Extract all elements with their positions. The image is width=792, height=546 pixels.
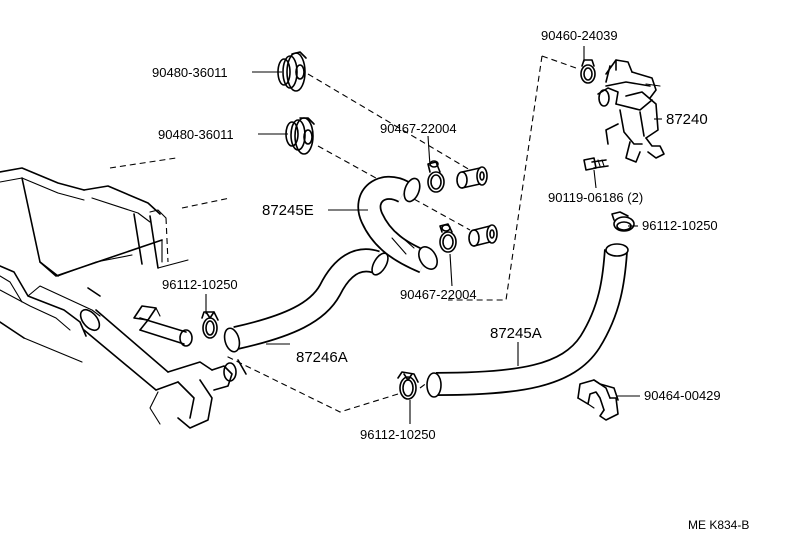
assembly-lines (225, 55, 577, 413)
clip-valve (611, 211, 635, 232)
bracket (577, 379, 619, 421)
pipe-stub-upper (456, 166, 488, 189)
reference-code: ME K834-B (688, 518, 750, 532)
clip-bottom (397, 371, 419, 400)
label-clamp-upper: 90467-22004 (380, 121, 457, 136)
hose-87246a (223, 248, 389, 353)
label-water-valve: 87240 (666, 111, 708, 128)
hose-clamp-lower (439, 223, 457, 253)
water-valve (580, 59, 665, 163)
hose-87245a (426, 243, 629, 398)
clip-left (201, 311, 219, 339)
hose-87245e (357, 175, 438, 274)
label-hose-87245a: 87245A (490, 325, 542, 342)
engine-outline (0, 157, 231, 363)
label-bracket: 90464-00429 (644, 388, 721, 403)
leader-lines (205, 46, 662, 424)
pipe-stub-lower (468, 224, 498, 247)
label-clamp-valve: 90460-24039 (541, 28, 618, 43)
label-clip-left: 96112-10250 (162, 277, 238, 292)
label-bolt: 90119-06186 (2) (548, 190, 644, 205)
grommet-upper (277, 51, 307, 92)
bolt (583, 157, 609, 171)
label-hose-87245e: 87245E (262, 202, 314, 219)
label-clamp-lower: 90467-22004 (400, 287, 477, 302)
pipe-nipple (133, 305, 193, 347)
heater-pipe (79, 308, 247, 429)
label-clip-valve: 96112-10250 (642, 218, 718, 233)
grommet-lower (285, 117, 315, 155)
label-grommet-lower: 90480-36011 (158, 127, 234, 142)
label-clip-bottom: 96112-10250 (360, 427, 436, 442)
label-grommet-upper: 90480-36011 (152, 65, 228, 80)
label-hose-87246a: 87246A (296, 349, 348, 366)
